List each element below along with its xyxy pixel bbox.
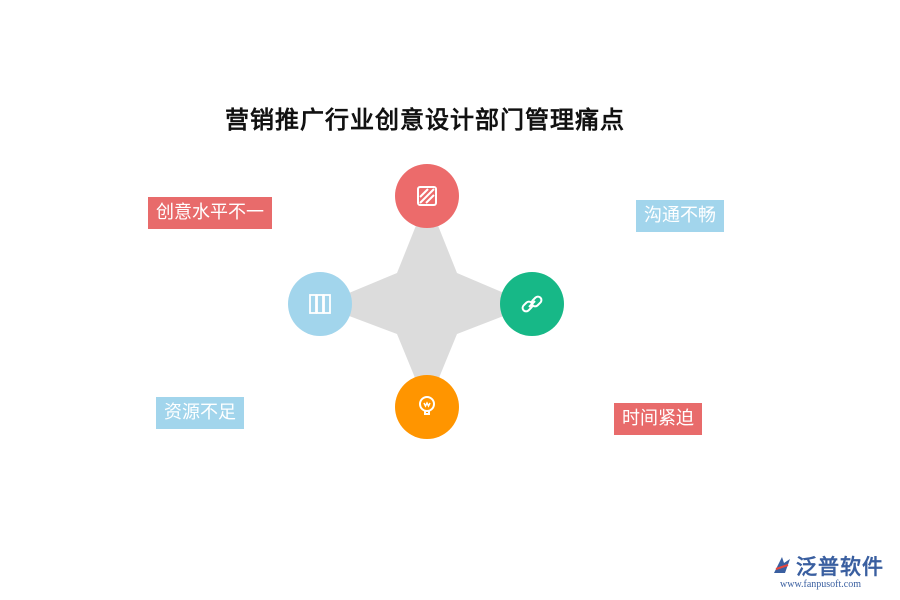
logo-mark-icon: [774, 557, 790, 573]
pain-point-label: 沟通不畅: [636, 200, 724, 232]
pain-point-label: 资源不足: [156, 397, 244, 429]
node-top: [395, 164, 459, 228]
brand-logo: 泛普软件 www.fanpusoft.com: [766, 549, 894, 595]
striped-square-icon: [417, 186, 437, 206]
link-icon: [521, 295, 543, 313]
lightbulb-icon: [419, 396, 435, 415]
pain-point-label: 时间紧迫: [614, 403, 702, 435]
node-bottom: [395, 375, 459, 439]
node-right: [500, 272, 564, 336]
logo-name: 泛普软件: [796, 555, 884, 579]
books-icon: [309, 294, 331, 314]
star-shape: [320, 198, 532, 407]
logo-url: www.fanpusoft.com: [780, 579, 862, 590]
diagram-title: 营销推广行业创意设计部门管理痛点: [225, 106, 625, 134]
pain-point-label: 创意水平不一: [148, 197, 272, 229]
node-left: [288, 272, 352, 336]
